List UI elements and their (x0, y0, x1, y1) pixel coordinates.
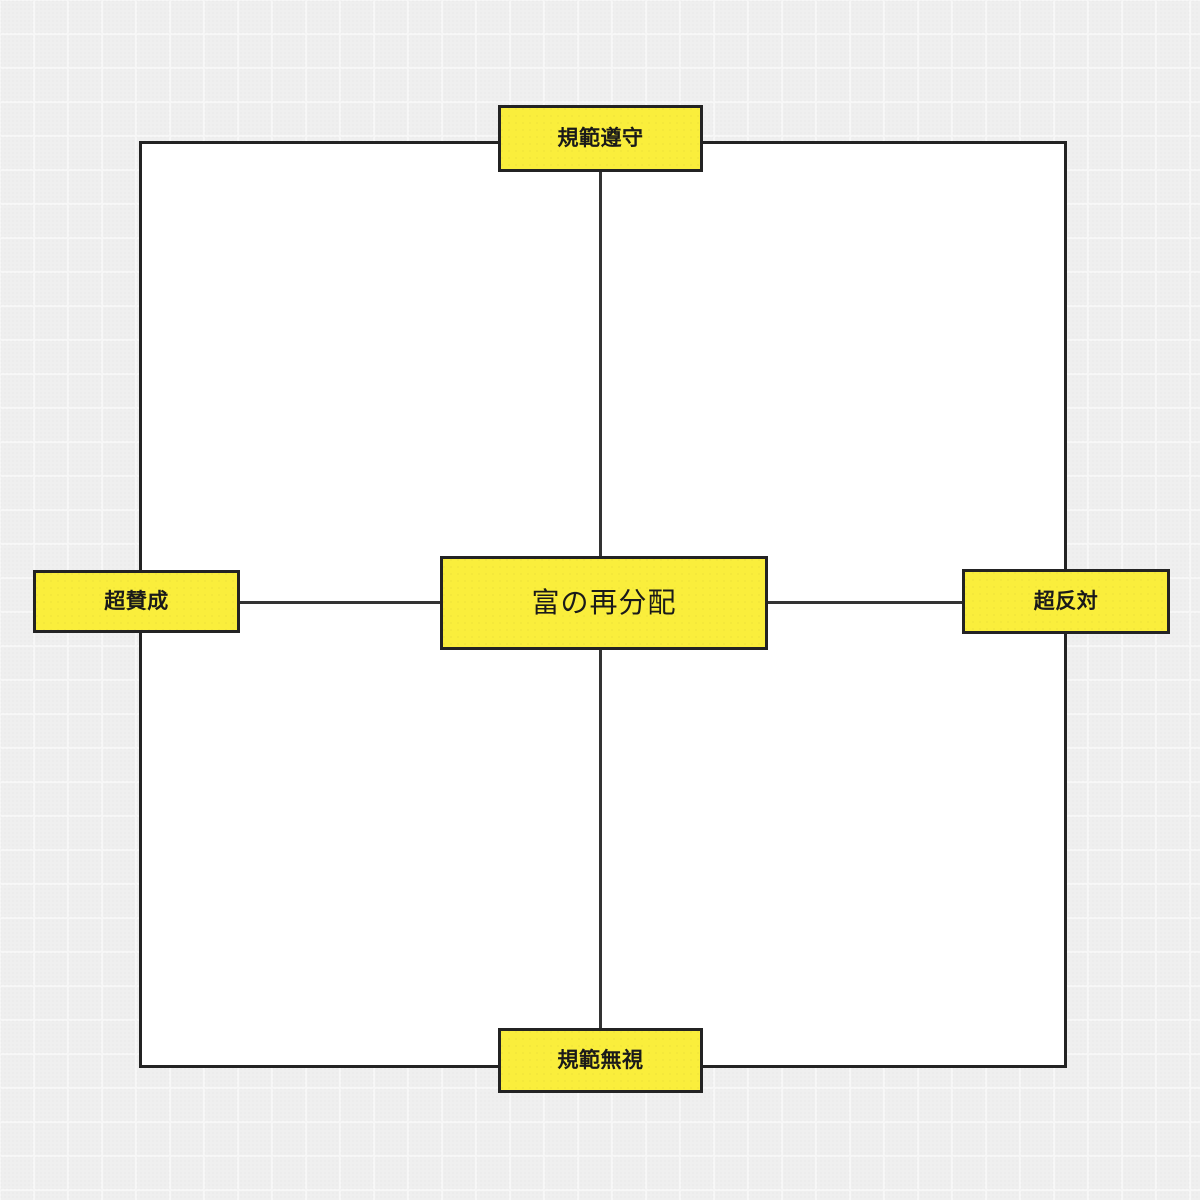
node-bottom-pole-label: 規範無視 (557, 1047, 644, 1072)
node-top-pole-label: 規範遵守 (557, 125, 644, 150)
node-right-pole-label: 超反対 (1033, 588, 1099, 613)
connector-center-to-right (764, 601, 966, 604)
node-left-pole[interactable]: 超賛成 (33, 570, 240, 633)
connector-center-to-left (237, 601, 445, 604)
node-center-topic-label: 富の再分配 (531, 585, 677, 619)
node-right-pole[interactable]: 超反対 (962, 569, 1170, 634)
node-left-pole-label: 超賛成 (104, 588, 169, 613)
connector-center-to-bottom (599, 646, 602, 1032)
node-bottom-pole[interactable]: 規範無視 (498, 1028, 703, 1093)
connector-center-to-top (599, 170, 602, 560)
node-top-pole[interactable]: 規範遵守 (498, 105, 703, 172)
node-center-topic[interactable]: 富の再分配 (440, 556, 768, 650)
